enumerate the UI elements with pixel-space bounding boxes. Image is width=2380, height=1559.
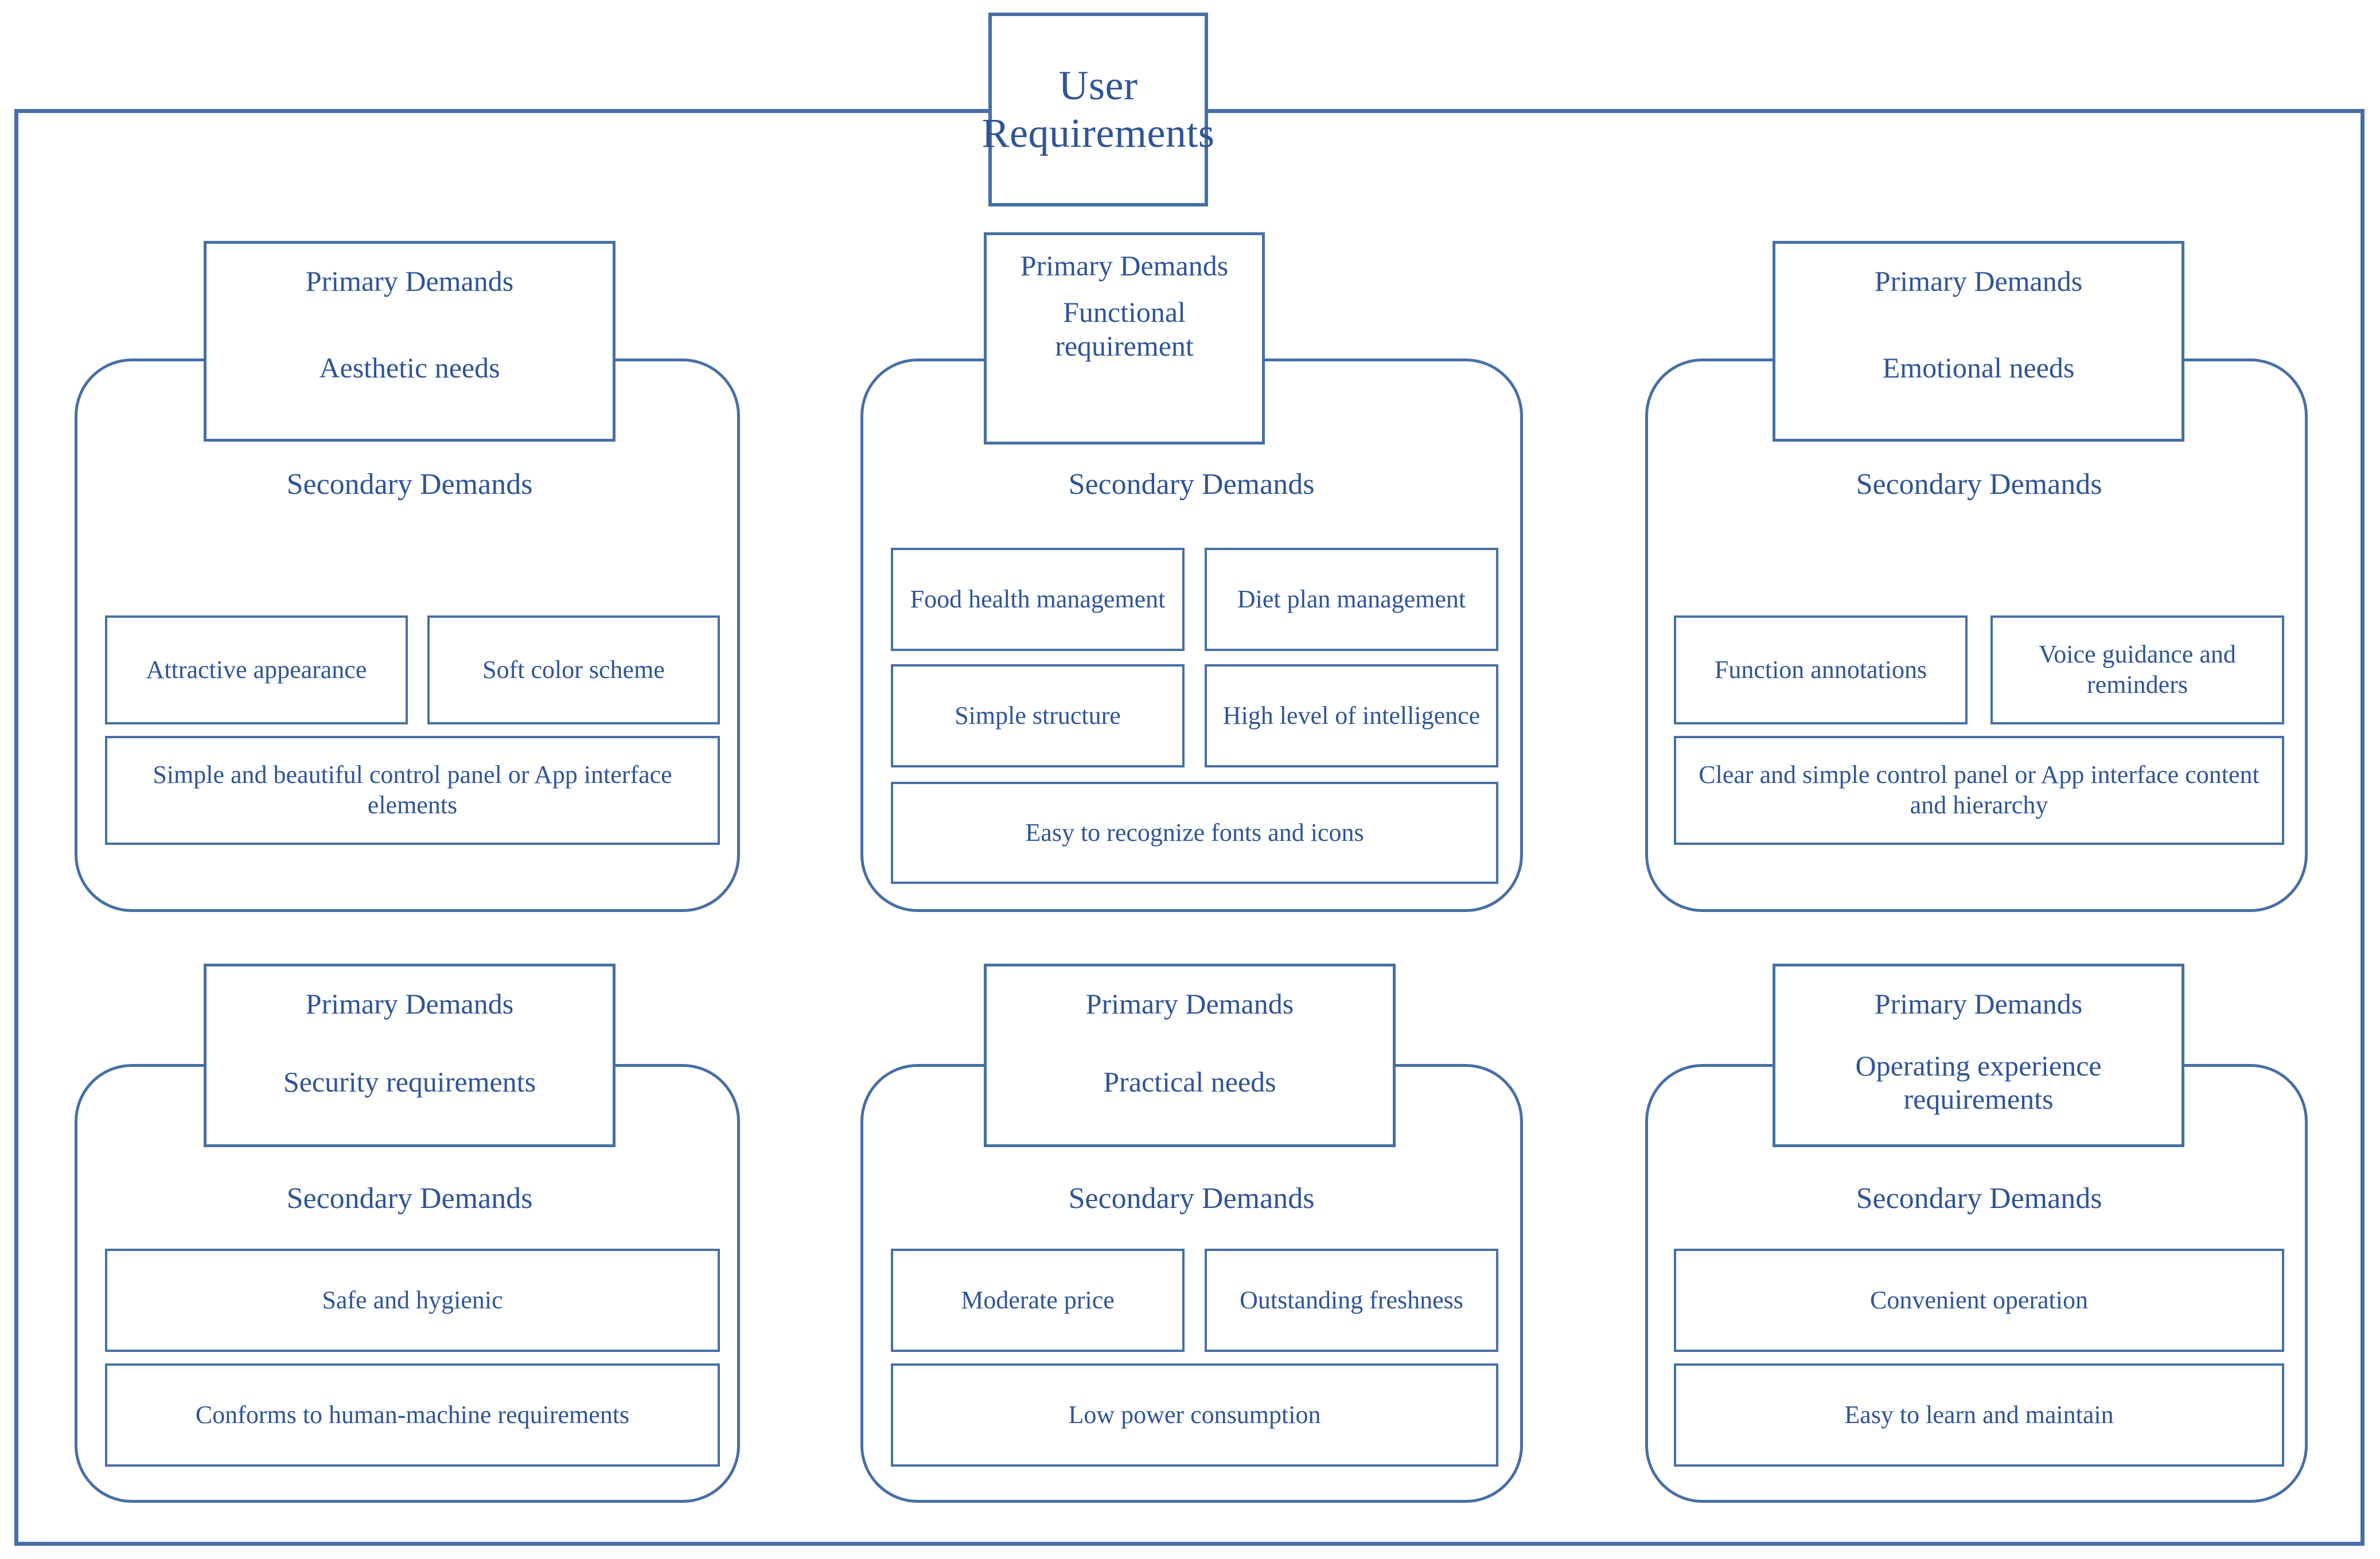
secondary-demands-title-aesthetic: Secondary Demands: [286, 468, 533, 501]
primary-box-security: Primary Demands Security requirements: [204, 964, 616, 1147]
leaf-item: Conforms to human-machine requirements: [105, 1363, 720, 1467]
secondary-demands-title-security: Secondary Demands: [286, 1182, 533, 1215]
primary-box-emotional: Primary Demands Emotional needs: [1773, 241, 2184, 442]
primary-demands-label: Primary Demands: [305, 988, 514, 1020]
secondary-demands-title-emotional: Secondary Demands: [1856, 468, 2102, 501]
secondary-demands-title-functional: Secondary Demands: [1068, 468, 1315, 501]
leaf-item: Food health management: [891, 548, 1185, 651]
leaf-item: Outstanding freshness: [1205, 1249, 1498, 1352]
leaf-item: Attractive appearance: [105, 615, 408, 724]
primary-box-operating-experience: Primary Demands Operating experience req…: [1773, 964, 2184, 1147]
leaf-item: Soft color scheme: [427, 615, 720, 724]
primary-demands-value: Emotional needs: [1882, 352, 2075, 384]
primary-box-aesthetic: Primary Demands Aesthetic needs: [204, 241, 616, 442]
leaf-item: Voice guidance and reminders: [1991, 615, 2284, 724]
leaf-item: Clear and simple control panel or App in…: [1674, 736, 2284, 845]
leaf-item: Easy to recognize fonts and icons: [891, 782, 1498, 884]
leaf-item: Low power consumption: [891, 1363, 1498, 1467]
leaf-item: Convenient operation: [1674, 1249, 2284, 1352]
secondary-demands-title-operating-experience: Secondary Demands: [1856, 1182, 2102, 1215]
leaf-item: Moderate price: [891, 1249, 1185, 1352]
leaf-item: Simple structure: [891, 664, 1185, 767]
root-title-box: User Requirements: [982, 13, 1214, 206]
primary-demands-value: Operating experience requirements: [1855, 1049, 2102, 1115]
page-title: User Requirements: [981, 63, 1215, 156]
primary-demands-label: Primary Demands: [1874, 265, 2083, 297]
primary-demands-value: Aesthetic needs: [319, 352, 500, 384]
leaf-item: Easy to learn and maintain: [1674, 1363, 2284, 1467]
leaf-item: Diet plan management: [1205, 548, 1498, 651]
primary-demands-value: Practical needs: [1103, 1066, 1276, 1098]
primary-demands-label: Primary Demands: [1020, 250, 1229, 282]
primary-demands-value: Security requirements: [283, 1066, 536, 1098]
primary-demands-label: Primary Demands: [305, 265, 514, 297]
leaf-item: Function annotations: [1674, 615, 1968, 724]
primary-demands-label: Primary Demands: [1874, 988, 2083, 1020]
leaf-item: Safe and hygienic: [105, 1249, 720, 1352]
primary-demands-value: Functional requirement: [1055, 296, 1194, 362]
leaf-item: Simple and beautiful control panel or Ap…: [105, 736, 720, 845]
primary-box-functional: Primary Demands Functional requirement: [984, 232, 1265, 445]
secondary-demands-title-practical: Secondary Demands: [1068, 1182, 1315, 1215]
primary-box-practical: Primary Demands Practical needs: [984, 964, 1396, 1147]
leaf-item: High level of intelligence: [1205, 664, 1498, 767]
primary-demands-label: Primary Demands: [1085, 988, 1294, 1020]
